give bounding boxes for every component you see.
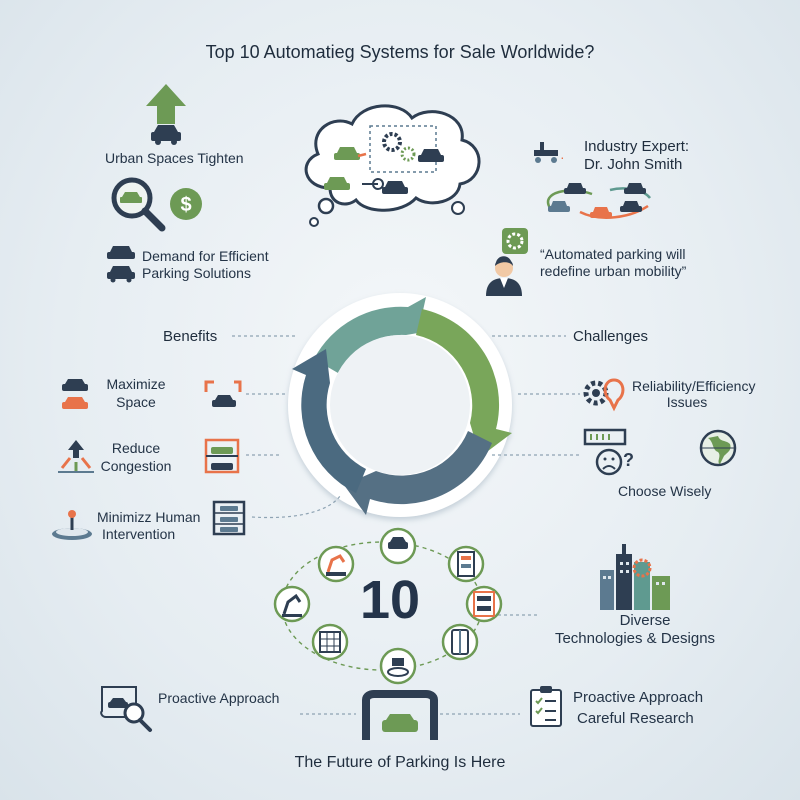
- expert-name: Dr. John Smith: [584, 156, 683, 173]
- stacked-cars-icon: [107, 246, 135, 283]
- globe-icon: [699, 429, 737, 467]
- confused-sign-icon: ?: [583, 428, 634, 476]
- hub-node-grid: [311, 623, 349, 661]
- hub-node-elevator: [441, 623, 479, 661]
- benefit-reduce-line1: Reduce: [111, 440, 161, 456]
- congestion-arrows-icon: [58, 440, 94, 473]
- hub-node-car-top: [379, 527, 417, 565]
- gear-icon: [382, 132, 416, 162]
- challenge-choose-wisely: Choose Wisely: [618, 483, 712, 499]
- benefit-maximize-line1: Maximize: [106, 376, 166, 392]
- urban-spaces-label: Urban Spaces Tighten: [105, 150, 244, 166]
- svg-text:?: ?: [623, 450, 634, 470]
- diverse-line2: Technologies & Designs: [554, 630, 716, 647]
- up-arrow-car-icon: [146, 84, 186, 145]
- hub-node-rack-right: [465, 585, 503, 623]
- expert-quote-line2: redefine urban mobility”: [540, 263, 687, 279]
- footer-tagline: The Future of Parking Is Here: [294, 754, 506, 771]
- benefit-minimize-line1: Minimizz Human: [97, 509, 201, 525]
- expert-quote-line1: “Automated parking will: [540, 246, 686, 262]
- hub-node-tower: [447, 545, 485, 583]
- checklist-clipboard-icon: [530, 686, 562, 727]
- expert-avatar: [486, 228, 528, 296]
- proactive-approach-right-line1: Proactive Approach: [573, 689, 704, 706]
- expert-title: Industry Expert:: [584, 138, 690, 155]
- challenges-heading: Challenges: [573, 328, 649, 345]
- proactive-approach-right-line2: Careful Research: [577, 710, 694, 727]
- demand-label-line2: Parking Solutions: [142, 265, 251, 281]
- parking-bracket-icon: [204, 380, 242, 407]
- proactive-approach-left: Proactive Approach: [158, 690, 280, 706]
- hub-node-robot-left: [273, 585, 311, 623]
- gear-pin-icon: [583, 378, 625, 412]
- diverse-line1: Diverse: [619, 612, 671, 629]
- parking-gate-icon: [362, 690, 438, 740]
- blueprint-magnifier-icon: [100, 686, 152, 732]
- cycle-ring: [288, 293, 512, 517]
- hub-number: 10: [359, 570, 421, 630]
- city-skyline-icon: [600, 544, 670, 610]
- hub-node-turntable: [379, 647, 417, 685]
- benefits-heading: Benefits: [163, 328, 218, 345]
- svg-text:$: $: [180, 194, 191, 216]
- benefit-maximize-line2: Space: [116, 394, 156, 410]
- parking-robot-icon: ·: [534, 142, 565, 165]
- parking-rack-icon: [204, 438, 240, 474]
- benefit-minimize-line2: Intervention: [102, 526, 176, 542]
- garage-tower-icon: [212, 500, 246, 536]
- demand-label-line1: Demand for Efficient: [142, 248, 269, 264]
- cars-stack-icon: [62, 379, 88, 409]
- hub-node-robot-arm: [317, 545, 355, 583]
- robot-arm-platform-icon: [52, 510, 92, 540]
- magnifier-dollar-icon: $: [111, 177, 202, 232]
- ten-hub: [273, 527, 503, 685]
- challenge-reliability-line1: Reliability/Efficiency: [632, 378, 756, 394]
- benefit-reduce-line2: Congestion: [100, 458, 172, 474]
- page-title: Top 10 Automatieg Systems for Sale World…: [205, 42, 595, 62]
- svg-text:·: ·: [560, 149, 565, 165]
- thought-cloud: [304, 104, 481, 227]
- traffic-flow-icon: [546, 183, 651, 219]
- challenge-reliability-line2: Issues: [666, 394, 708, 410]
